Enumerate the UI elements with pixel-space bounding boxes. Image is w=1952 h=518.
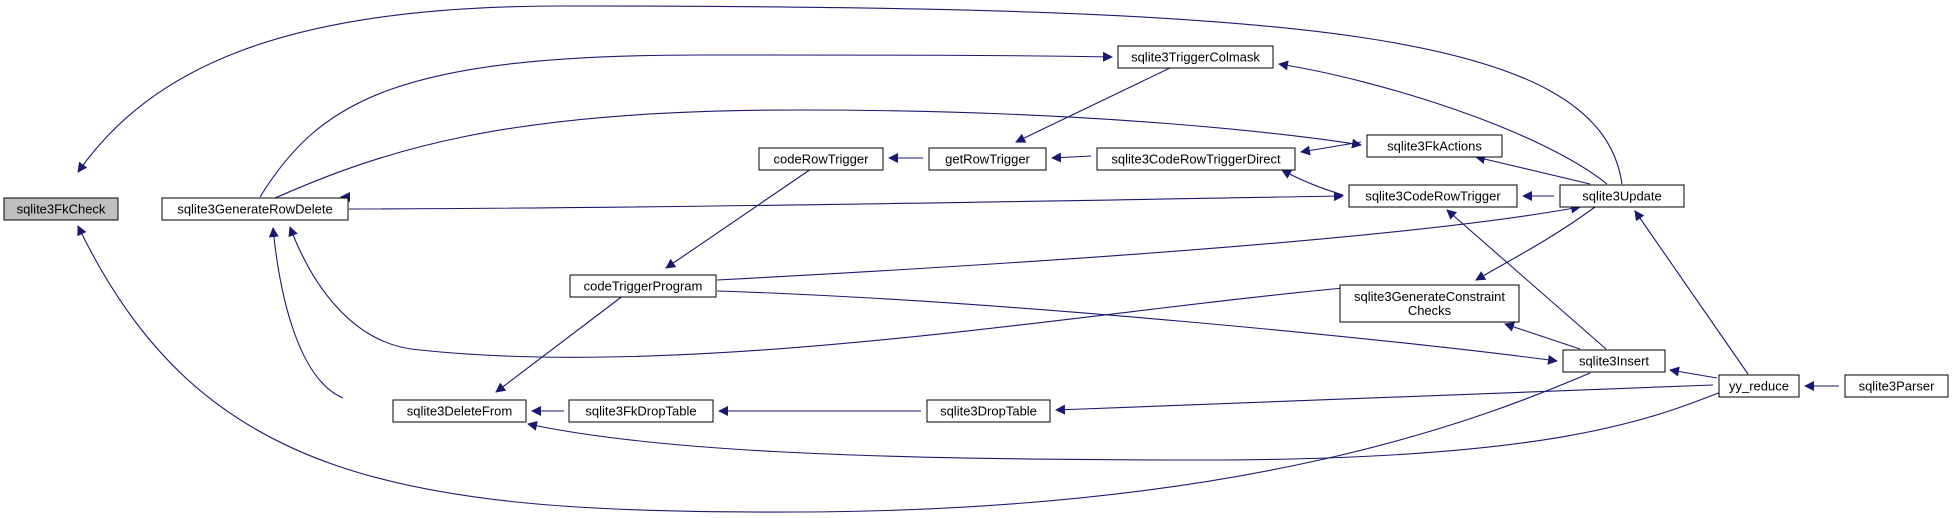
node-label: sqlite3Update (1582, 189, 1662, 204)
node-box (1348, 184, 1518, 208)
edge-fkactions-to-coderowtriggerdirect (1300, 141, 1362, 156)
node-codetriggerprogram[interactable]: codeTriggerProgram (569, 274, 717, 298)
edge-update-to-genconstraint (1475, 206, 1596, 281)
edge-codetriggerprogram-to-update (716, 203, 1581, 281)
edge-update-to-fkcheck (77, 5, 1623, 185)
node-box (1339, 284, 1520, 323)
edge-yyreduce-to-update (1634, 210, 1749, 375)
node-coderowtrigger2[interactable]: sqlite3CodeRowTrigger (1348, 184, 1518, 208)
edge-insert-to-genconstraint (1504, 322, 1581, 350)
node-coderowtriggerdirect[interactable]: sqlite3CodeRowTriggerDirect (1096, 147, 1296, 171)
edge-codetriggerprogram-to-deletefrom (495, 294, 625, 393)
node-box (1366, 134, 1503, 158)
edge-update-to-fkactions (1475, 154, 1591, 185)
node-label: sqlite3FkDropTable (585, 404, 696, 419)
node-box (3, 197, 119, 221)
node-box (1117, 45, 1274, 69)
node-label: sqlite3FkActions (1387, 139, 1482, 154)
edges (77, 5, 1839, 513)
edge-codetriggerprogram-to-insert (716, 290, 1558, 365)
node-label: sqlite3GenerateRowDelete (177, 202, 332, 217)
node-label: sqlite3Parser (1859, 379, 1936, 394)
node-label: getRowTrigger (945, 152, 1030, 167)
edge-coderowtrigger2-to-coderowtriggerdirect (1281, 169, 1344, 196)
node-box (161, 197, 349, 221)
node-box (928, 147, 1047, 171)
node-label: sqlite3GenerateConstraint (1354, 289, 1505, 304)
edge-insert-to-fkcheck (77, 225, 1591, 513)
edge-genrowdelete-to-coderowtrigger2 (348, 191, 1344, 210)
node-box (392, 399, 527, 423)
node-label: sqlite3FkCheck (17, 202, 106, 217)
edge-coderowtriggerdirect-to-getrowtrigger (1051, 152, 1092, 163)
node-update[interactable]: sqlite3Update (1559, 184, 1685, 208)
node-label: codeTriggerProgram (584, 279, 703, 294)
node-coderowtrigger[interactable]: codeRowTrigger (758, 147, 884, 171)
node-droptable[interactable]: sqlite3DropTable (926, 399, 1051, 423)
node-label: sqlite3CodeRowTrigger (1365, 189, 1501, 204)
node-box (758, 147, 884, 171)
node-fkactions[interactable]: sqlite3FkActions (1366, 134, 1503, 158)
node-getrowtrigger[interactable]: getRowTrigger (928, 147, 1047, 171)
edge-triggercolmask-to-getrowtrigger (1015, 66, 1173, 143)
node-parser[interactable]: sqlite3Parser (1844, 374, 1949, 398)
edge-yyreduce-to-deletefrom (527, 389, 1727, 461)
edge-genrowdelete-to-triggercolmask (259, 51, 1113, 198)
edge-genconstraint-to-genrowdelete (288, 226, 1345, 358)
node-label: Checks (1408, 303, 1452, 318)
node-label: yy_reduce (1729, 379, 1789, 394)
node-label: sqlite3DeleteFrom (407, 404, 513, 419)
node-label: sqlite3Insert (1579, 354, 1649, 369)
node-label: sqlite3DropTable (940, 404, 1037, 419)
node-genrowdelete[interactable]: sqlite3GenerateRowDelete (161, 197, 349, 221)
edge-coderowtrigger-to-codetriggerprogram (665, 168, 812, 269)
node-box (569, 274, 717, 298)
node-fkcheck[interactable]: sqlite3FkCheck (3, 197, 119, 221)
node-label: sqlite3TriggerColmask (1131, 50, 1260, 65)
node-box (1844, 374, 1949, 398)
edge-deletefrom-to-genrowdelete (268, 227, 344, 399)
edge-insert-to-coderowtrigger2 (1446, 209, 1607, 350)
node-box (568, 399, 714, 423)
node-insert[interactable]: sqlite3Insert (1562, 349, 1666, 373)
node-triggercolmask[interactable]: sqlite3TriggerColmask (1117, 45, 1274, 69)
node-box (926, 399, 1051, 423)
node-yyreduce[interactable]: yy_reduce (1718, 374, 1800, 398)
edge-yyreduce-to-droptable (1055, 384, 1714, 415)
nodes: sqlite3FkCheck sqlite3GenerateRowDelete sq… (3, 45, 1949, 423)
node-label: codeRowTrigger (774, 152, 870, 167)
node-deletefrom[interactable]: sqlite3DeleteFrom (392, 399, 527, 423)
edge-update-to-triggercolmask (1278, 60, 1608, 185)
node-box (1096, 147, 1296, 171)
edge-yyreduce-to-insert (1669, 366, 1718, 379)
node-box (1562, 349, 1666, 373)
node-box (1559, 184, 1685, 208)
edge-genrowdelete-to-fkactions (254, 109, 1362, 208)
node-box (1718, 374, 1800, 398)
node-label: sqlite3CodeRowTriggerDirect (1111, 152, 1281, 167)
node-fkdroptable[interactable]: sqlite3FkDropTable (568, 399, 714, 423)
